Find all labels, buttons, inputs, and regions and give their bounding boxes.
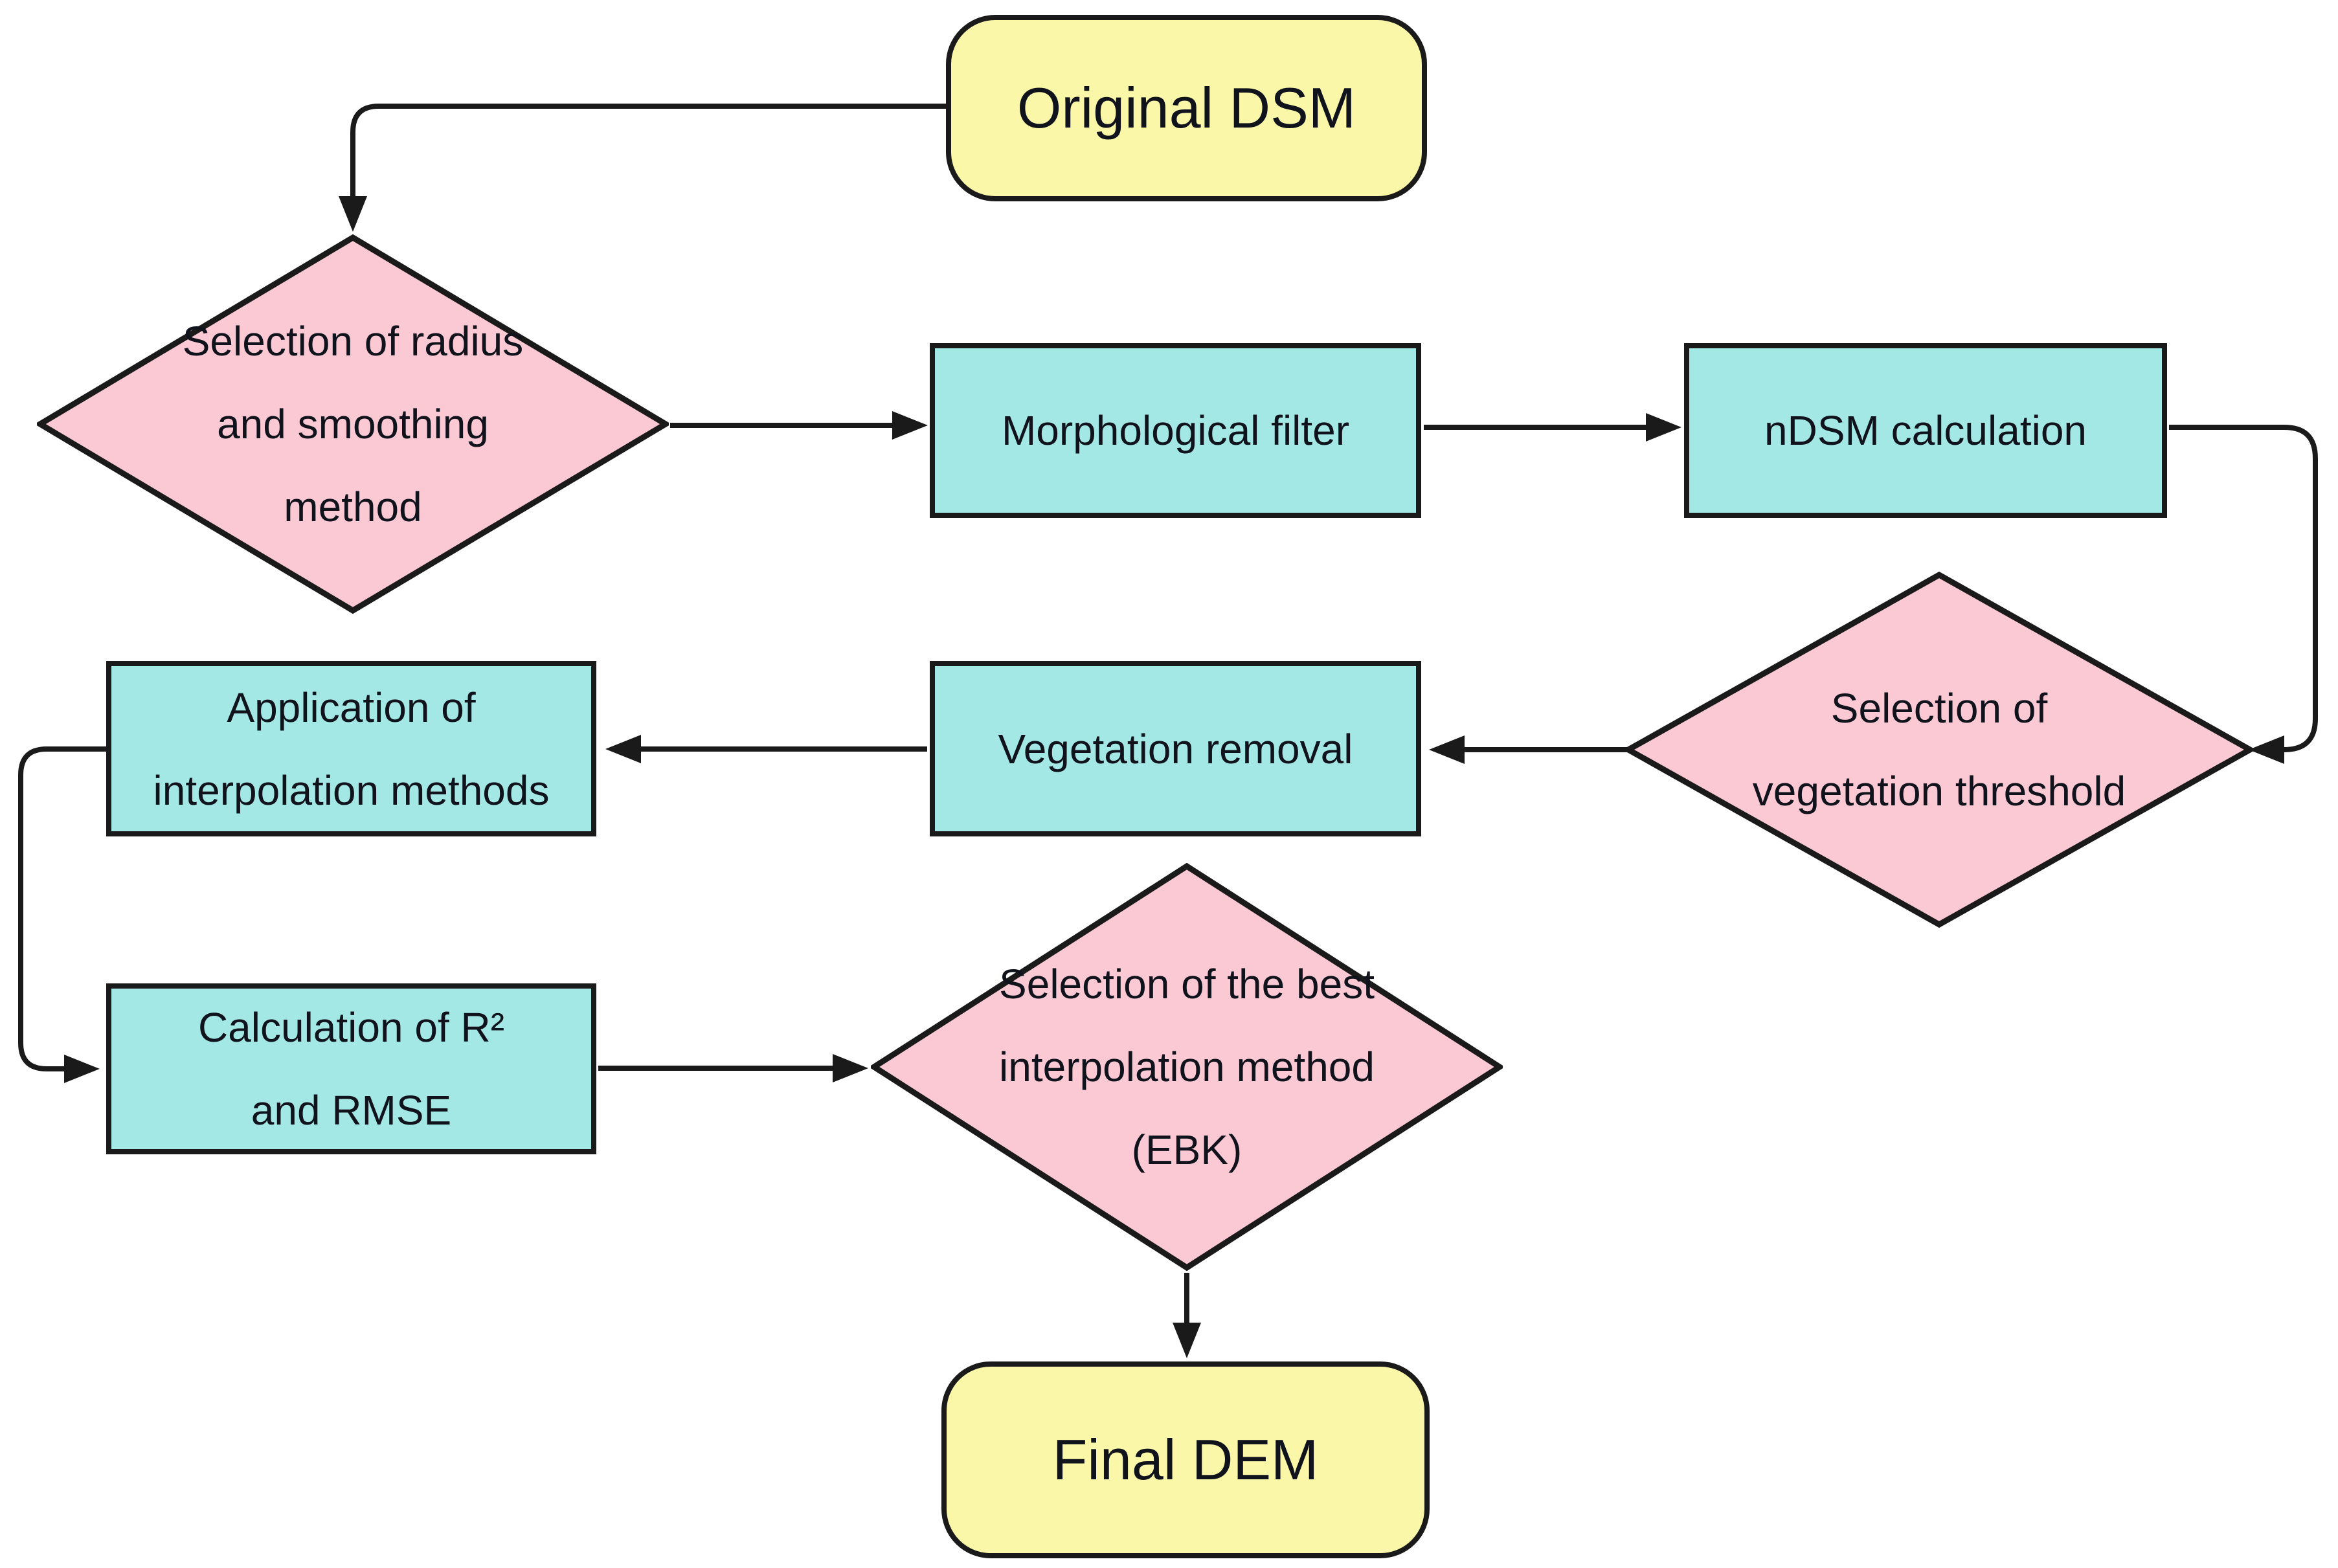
label-line: method <box>284 484 422 530</box>
node-vegetation-removal: Vegetation removal <box>930 661 1421 836</box>
node-label: Original DSM <box>1017 76 1356 140</box>
label-line: nDSM calculation <box>1764 407 2087 454</box>
node-vegetation-threshold-decision: Selection of vegetation threshold <box>1625 572 2253 928</box>
label-line: and smoothing <box>217 401 489 447</box>
label-line: and RMSE <box>251 1087 452 1134</box>
label-line: Vegetation removal <box>998 725 1353 772</box>
label-line: Morphological filter <box>1001 407 1350 454</box>
label-line: Final DEM <box>1052 1428 1319 1492</box>
label-line: Selection of the best <box>999 961 1375 1007</box>
label-line: Selection of <box>1830 685 2048 732</box>
node-best-interpolation-decision: Selection of the best interpolation meth… <box>871 863 1503 1271</box>
label-line: Application of <box>227 684 476 731</box>
node-label: nDSM calculation <box>1764 389 2087 472</box>
node-final-dem: Final DEM <box>941 1361 1430 1558</box>
label-line: Selection of radius <box>182 318 524 364</box>
diamond-shape <box>37 234 669 614</box>
node-calculation-r2-rmse: Calculation of R² and RMSE <box>106 983 596 1154</box>
arrow-app-interp-to-calc-r2 <box>18 746 108 1083</box>
node-ndsm-calculation: nDSM calculation <box>1684 343 2167 518</box>
node-original-dsm: Original DSM <box>946 15 1427 201</box>
label-line: Calculation of R² <box>197 1004 505 1051</box>
label-line: vegetation threshold <box>1752 768 2126 814</box>
label-line: interpolation methods <box>153 767 550 814</box>
node-label: Vegetation removal <box>998 708 1353 790</box>
node-label: Selection of vegetation threshold <box>1753 667 2126 833</box>
diamond-shape <box>871 863 1503 1271</box>
node-label: Final DEM <box>1053 1428 1319 1492</box>
node-label: Morphological filter <box>1002 389 1349 472</box>
arrow-originaldsm-to-radius-decision <box>339 104 946 232</box>
label-line: (EBK) <box>1131 1126 1242 1173</box>
label-line: interpolation method <box>999 1044 1375 1090</box>
node-label: Application of interpolation methods <box>153 666 550 832</box>
node-label: Selection of the best interpolation meth… <box>999 943 1375 1191</box>
node-morphological-filter: Morphological filter <box>930 343 1421 518</box>
node-radius-smoothing-decision: Selection of radius and smoothing method <box>37 234 669 614</box>
node-label: Calculation of R² and RMSE <box>198 986 504 1152</box>
label-line: Original DSM <box>1017 76 1356 140</box>
arrow-ndsm-calc-to-veg-threshold-decision <box>2169 425 2318 764</box>
node-application-interpolation: Application of interpolation methods <box>106 661 596 836</box>
node-label: Selection of radius and smoothing method <box>183 300 524 548</box>
diamond-shape <box>1625 572 2253 928</box>
